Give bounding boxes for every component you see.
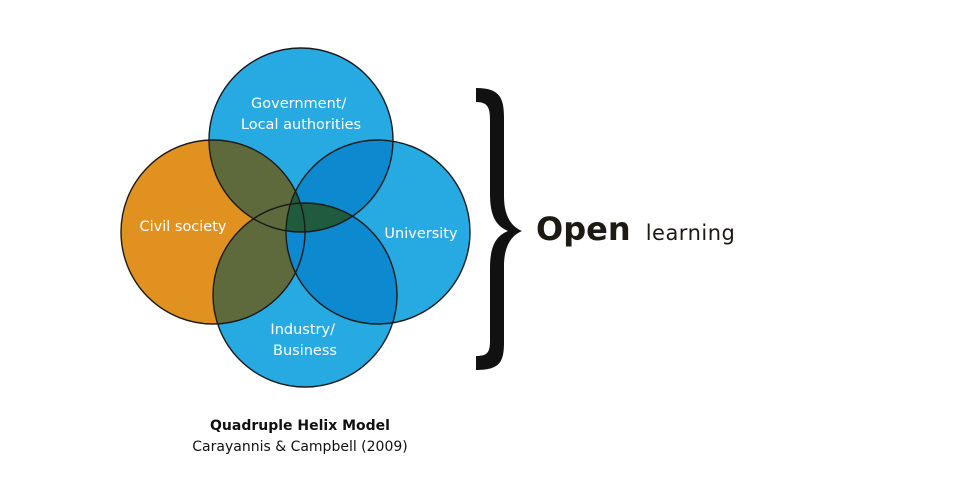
caption-title: Quadruple Helix Model — [210, 418, 390, 434]
curly-brace-icon — [476, 88, 522, 370]
outline-civil-society — [120, 139, 306, 325]
overlap-university-government — [286, 140, 393, 232]
overlap-civil-government — [209, 140, 305, 232]
overlap-civil-industry — [213, 203, 305, 324]
label-industry: Industry/ Business — [270, 322, 339, 359]
label-industry-line-1: Industry/ — [270, 322, 335, 338]
label-industry-line-2: Business — [273, 343, 337, 359]
open-learning-big: Open — [536, 210, 631, 248]
open-learning-text: Open learning — [536, 210, 735, 248]
label-government: Government/ Local authorities — [241, 96, 361, 133]
caption-subtitle: Carayannis & Campbell (2009) — [192, 439, 407, 455]
label-university: University — [384, 226, 458, 242]
label-government-line-2: Local authorities — [241, 117, 361, 133]
open-learning-small: learning — [646, 221, 736, 245]
label-civil-society: Civil society — [139, 219, 226, 235]
label-government-line-1: Government/ — [251, 96, 346, 112]
outline-industry — [212, 202, 398, 388]
outline-university — [285, 139, 471, 325]
